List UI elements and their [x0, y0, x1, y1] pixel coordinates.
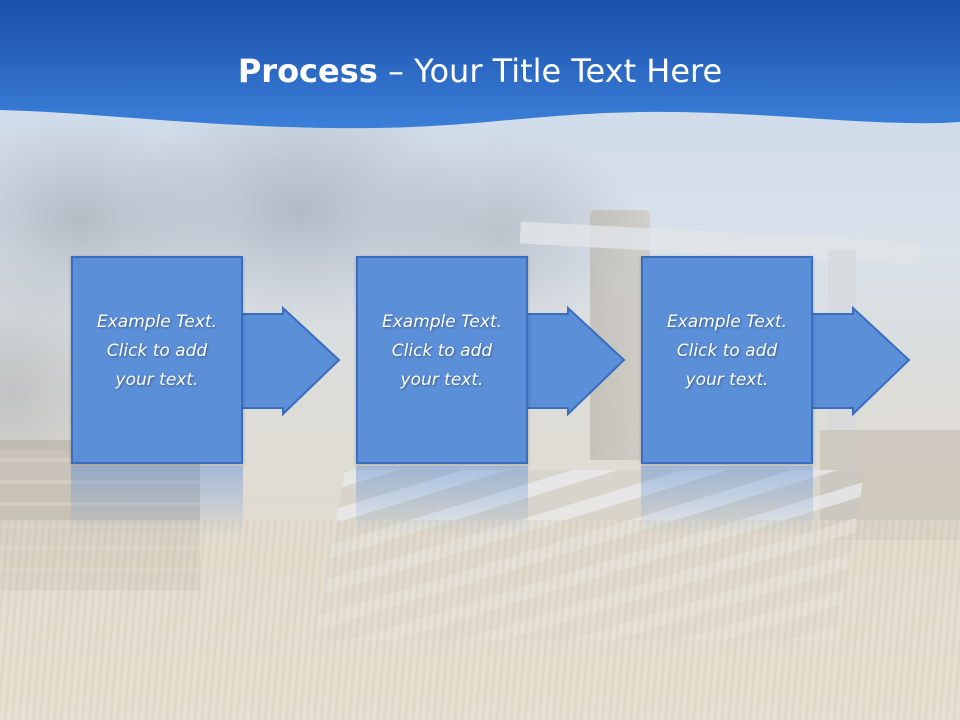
title-rest: – Your Title Text Here	[377, 52, 723, 90]
step-text[interactable]: Example Text. Click to add your text.	[75, 308, 239, 395]
arrow-right-icon	[525, 305, 626, 417]
step-box	[641, 256, 813, 464]
title-bold: Process	[237, 52, 378, 90]
step-text-line: your text.	[685, 370, 769, 390]
step-reflection	[356, 466, 528, 536]
step-text-line: Example Text.	[96, 312, 218, 332]
step-text-line: Example Text.	[666, 312, 788, 332]
step-text[interactable]: Example Text. Click to add your text.	[645, 308, 809, 395]
step-text-line: Example Text.	[381, 312, 503, 332]
background-ruin-wall	[590, 210, 650, 460]
step-text-line: your text.	[115, 370, 199, 390]
arrow-right-icon	[240, 305, 341, 417]
step-reflection	[641, 466, 813, 536]
step-box	[356, 256, 528, 464]
background-grass	[0, 520, 960, 720]
step-text-line: Click to add	[676, 341, 778, 361]
page-title[interactable]: Process – Your Title Text Here	[0, 52, 960, 90]
header-wave	[0, 0, 960, 129]
process-step-3[interactable]: Example Text. Click to add your text.	[641, 256, 911, 466]
process-step-2[interactable]: Example Text. Click to add your text.	[356, 256, 626, 466]
step-text-line: Click to add	[106, 341, 208, 361]
step-text-line: Click to add	[391, 341, 493, 361]
step-text-line: your text.	[400, 370, 484, 390]
step-reflection	[71, 466, 243, 536]
step-text[interactable]: Example Text. Click to add your text.	[360, 308, 524, 395]
arrow-right-icon	[810, 305, 911, 417]
step-box	[71, 256, 243, 464]
process-step-1[interactable]: Example Text. Click to add your text.	[71, 256, 341, 466]
